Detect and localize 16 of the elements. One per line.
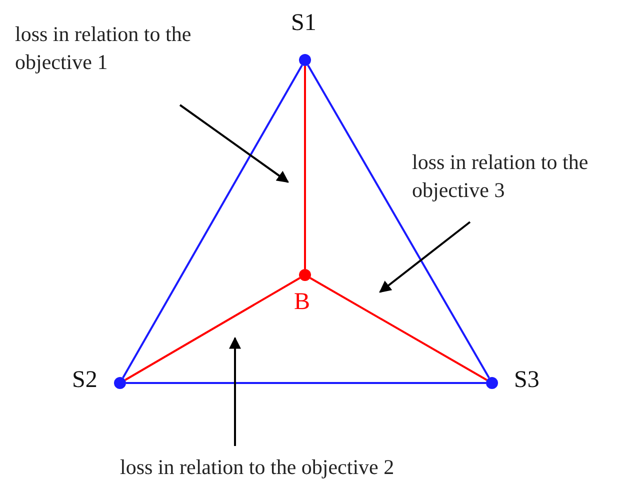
- leader-arrow: [379, 221, 471, 293]
- triangle-edge: [126, 382, 486, 384]
- annotation-text: loss in relation to the objective 2: [120, 453, 520, 481]
- leader-arrow: [179, 104, 289, 183]
- vertex-label: S1: [291, 10, 316, 37]
- triangle-edge: [307, 64, 490, 378]
- triangle-edge: [124, 277, 300, 381]
- leader-arrow: [229, 336, 241, 446]
- triangle-edge: [122, 64, 303, 378]
- annotation-text: loss in relation to the objective 1: [15, 20, 230, 76]
- annotation-text: loss in relation to the objective 3: [412, 148, 617, 204]
- vertex-label: B: [294, 289, 310, 316]
- vertex-label: S3: [514, 367, 540, 394]
- triangle-edge: [304, 66, 306, 269]
- vertex-label: S2: [72, 367, 98, 394]
- triangle-edge: [310, 277, 488, 381]
